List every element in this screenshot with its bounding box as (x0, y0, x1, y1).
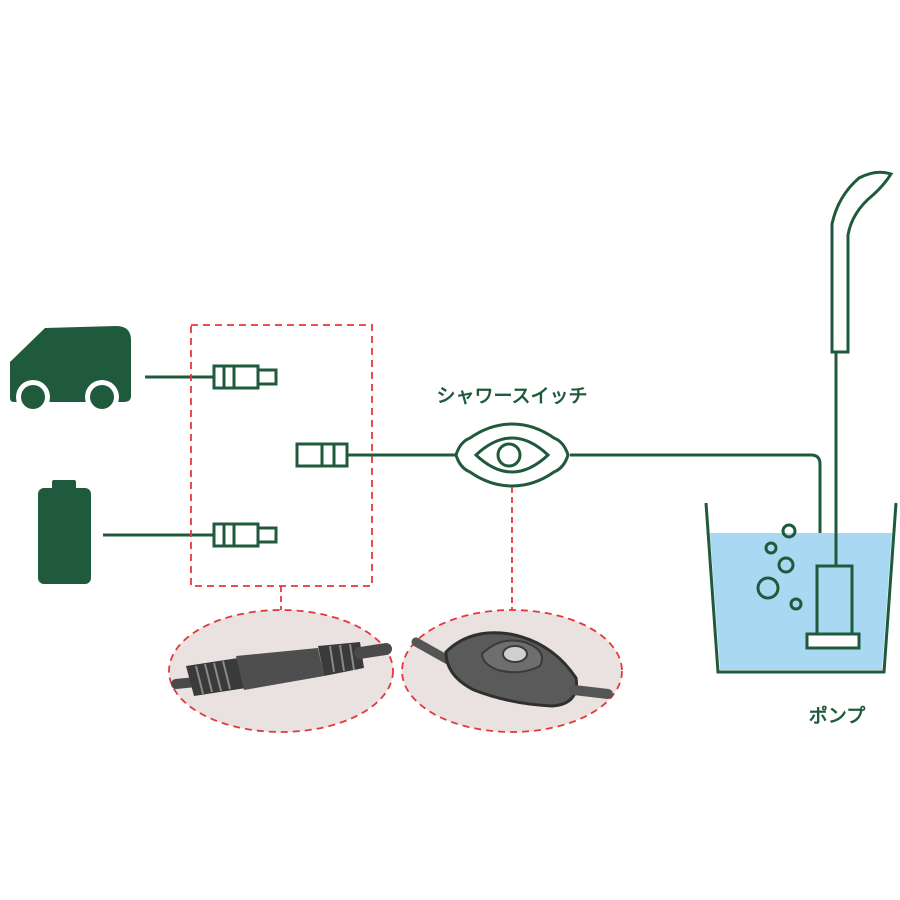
water-bucket-icon (704, 502, 898, 674)
shower-head-icon (830, 170, 894, 566)
pump-cable-plug (295, 442, 349, 468)
battery-icon (38, 480, 91, 584)
connector-zoom-detail (168, 609, 394, 733)
bubbles-icon (756, 523, 803, 611)
pump-label: ポンプ (809, 704, 866, 727)
pump-icon (805, 564, 861, 650)
battery-cable-connector (212, 522, 278, 548)
shower-switch-label: シャワースイッチ (436, 385, 587, 407)
car-icon (10, 326, 131, 414)
pump-cable (570, 453, 822, 566)
connector-photo-illustration (171, 642, 392, 696)
car-cable-connector (212, 364, 278, 390)
switch-photo-illustration (411, 631, 613, 708)
shower-switch-icon (454, 422, 570, 488)
switch-zoom-detail (401, 609, 623, 733)
